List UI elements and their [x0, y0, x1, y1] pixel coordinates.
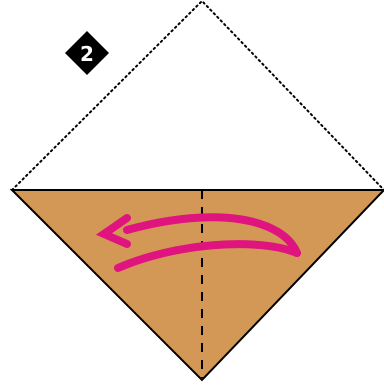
diamond-icon	[65, 31, 109, 75]
arrow-upper-stroke	[123, 213, 301, 257]
arrowhead	[95, 214, 131, 248]
curved-arrow-icon	[95, 213, 301, 272]
original-paper-outline	[11, 0, 384, 191]
dotted-outline	[11, 0, 384, 191]
step-number: 2	[80, 42, 94, 66]
step-badge: 2	[65, 31, 109, 75]
arrow-lower-stroke	[114, 240, 301, 272]
